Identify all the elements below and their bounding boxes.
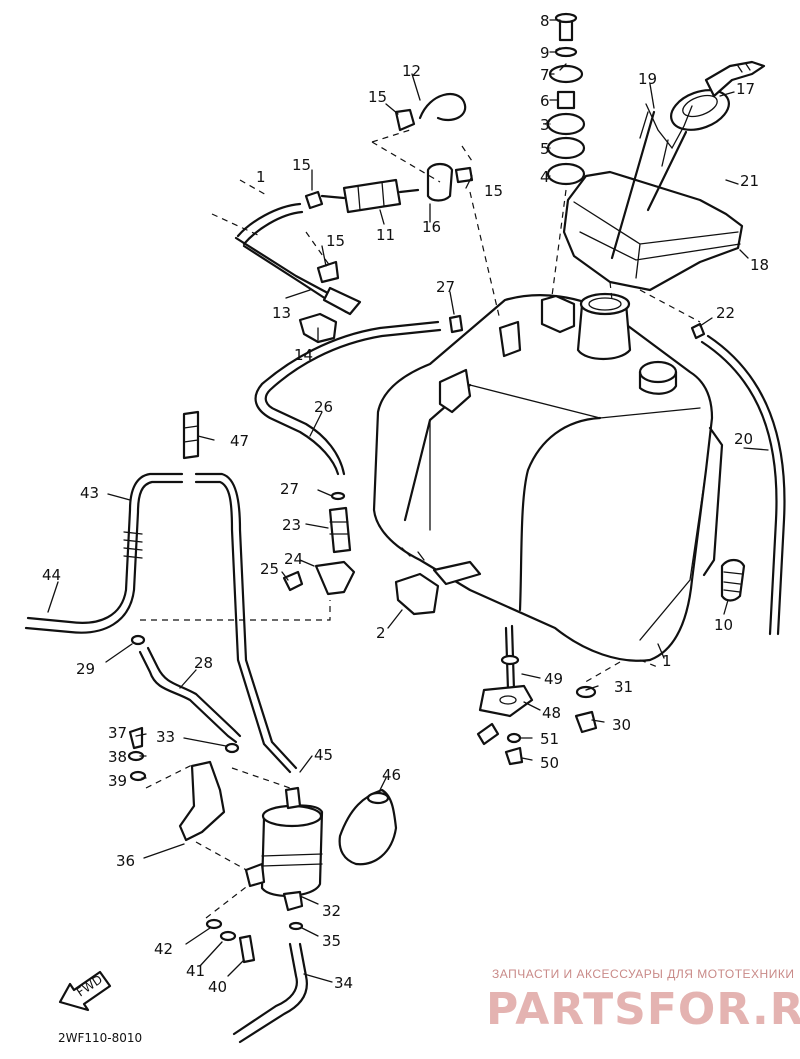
watermark: ЗАПЧАСТИ И АКСЕССУАРЫ ДЛЯ МОТОТЕХНИКИ PA… [486,967,800,1035]
watermark-logo: PARTSFOR.RU [486,984,800,1035]
callout-34: 34 [334,974,353,992]
callout-9: 9 [540,44,550,62]
callout-4: 4 [540,168,550,186]
callout-11: 11 [376,226,395,244]
mount-stack [546,12,586,297]
callout-15-left: 15 [292,156,311,174]
callout-10: 10 [714,616,733,634]
callout-42: 42 [154,940,173,958]
fuel-sender [476,624,598,766]
callout-6: 6 [540,92,550,110]
tank-bracket [394,572,440,616]
fuel-tank [372,292,724,662]
callout-29: 29 [76,660,95,678]
callout-49: 49 [544,670,563,688]
hose-pair-left [24,472,298,774]
filter-bracket [127,726,251,873]
overflow-hose [254,314,464,476]
callout-15-mid: 15 [326,232,345,250]
callout-17: 17 [736,80,755,98]
fasteners [205,883,256,964]
storage-tray [562,170,744,292]
fuel-cock [282,491,356,596]
callout-48: 48 [542,704,561,722]
callout-35: 35 [322,932,341,950]
callout-2: 2 [376,624,386,642]
stay-rod [610,110,656,260]
fuel-filter [304,178,420,214]
short-hose [130,634,242,754]
callout-31: 31 [614,678,633,696]
callout-5: 5 [540,140,550,158]
callout-44: 44 [42,566,61,584]
filter-cover [338,788,398,866]
callout-1-top: 1 [256,168,266,186]
callout-40: 40 [208,978,227,996]
fuel-cap-with-key [639,60,766,167]
callout-32: 32 [322,902,341,920]
vent-hose-assembly [371,93,501,321]
callout-50: 50 [540,754,559,772]
callout-23: 23 [282,516,301,534]
callout-14: 14 [294,346,313,364]
callout-30: 30 [612,716,631,734]
callout-22: 22 [716,304,735,322]
callout-7: 7 [540,66,550,84]
callout-20: 20 [734,430,753,448]
forward-arrow-icon: FWD [58,970,112,1012]
callout-numbers: 8 9 7 6 3 5 4 12 15 17 19 21 1 15 11 16 … [42,12,769,996]
callout-19: 19 [638,70,657,88]
callout-leaders [47,19,769,983]
callout-3: 3 [540,116,550,134]
callout-21: 21 [740,172,759,190]
callout-27-top: 27 [436,278,455,296]
drain-hose-right [700,340,778,636]
callout-36: 36 [116,852,135,870]
callout-1: 1 [662,652,672,670]
callout-46: 46 [382,766,401,784]
callout-13: 13 [272,304,291,322]
callout-45: 45 [314,746,333,764]
callout-24: 24 [284,550,303,568]
outlet-hose [232,921,308,1044]
callout-8: 8 [540,12,550,30]
callout-28: 28 [194,654,213,672]
callout-38: 38 [108,748,127,766]
callout-33: 33 [156,728,175,746]
callout-26: 26 [314,398,333,416]
callout-43: 43 [80,484,99,502]
callout-15-top: 15 [368,88,387,106]
callout-27-mid: 27 [280,480,299,498]
callout-39: 39 [108,772,127,790]
hose-clip [182,410,200,460]
inline-filter [244,786,324,912]
watermark-tagline: ЗАПЧАСТИ И АКСЕССУАРЫ ДЛЯ МОТОТЕХНИКИ [492,967,794,981]
callout-15-right: 15 [484,182,503,200]
callout-47: 47 [230,432,249,450]
callout-41: 41 [186,962,205,980]
callout-25: 25 [260,560,279,578]
callout-18: 18 [750,256,769,274]
callout-37: 37 [108,724,127,742]
callout-16: 16 [422,218,441,236]
callout-12: 12 [402,62,421,80]
diagram-code: 2WF110-8010 [58,1031,142,1045]
grommet [720,558,746,602]
callout-51: 51 [540,730,559,748]
